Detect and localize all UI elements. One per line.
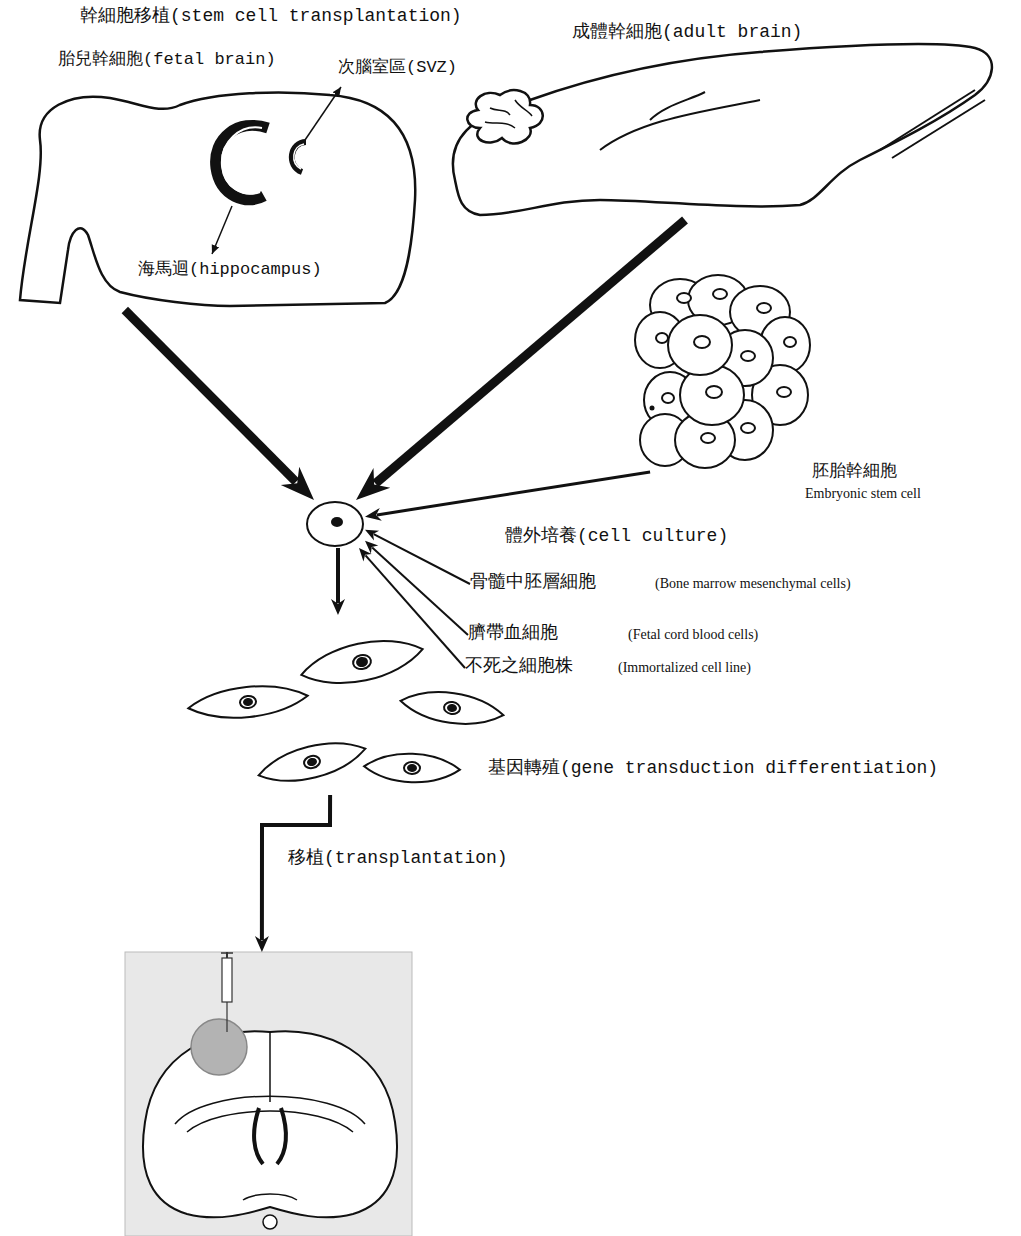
node-heading: 胎兒幹細胞(fetal brain): [58, 50, 276, 70]
source-label-node: 不死之細胞株 (Immortalized cell line): [465, 656, 753, 680]
node-heading: 基因轉殖(gene transduction differentiation): [488, 758, 938, 780]
connector-line: [375, 220, 685, 484]
node-heading: 胚胎幹細胞: [812, 462, 897, 482]
connector-line: [377, 472, 650, 515]
part-label: 次腦室區(SVZ): [338, 58, 457, 78]
node-heading: 骨髓中胚層細胞: [470, 572, 596, 594]
cultured-cell-node: 體外培養(cell culture): [305, 500, 365, 548]
embryonic-cell-node: 胚胎幹細胞Embryonic stem cell: [636, 274, 812, 472]
part-label: 海馬迴(hippocampus): [138, 260, 322, 280]
differentiated-cells: [187, 631, 506, 791]
adult-brain-node: 成體幹細胞(adult brain): [440, 40, 1002, 220]
arrow-head: [365, 508, 382, 521]
node-heading: 體外培養(cell culture): [505, 526, 728, 548]
fetal-brain-node: 胎兒幹細胞(fetal brain): [10, 88, 420, 310]
connector-arrow: [359, 548, 465, 668]
node-heading: 臍帶血細胞: [468, 623, 558, 645]
arrow-head: [365, 530, 379, 541]
cultured-cell: [307, 502, 363, 546]
node-subtext: (Fetal cord blood cells): [628, 627, 758, 644]
arrow-head: [255, 936, 269, 952]
arrow-head: [365, 541, 378, 554]
connector-arrow: [331, 548, 345, 615]
connector-arrow: [365, 472, 650, 521]
differentiated-cells-node: 基因轉殖(gene transduction differentiation): [180, 615, 515, 795]
arrow-head: [281, 467, 314, 500]
embryonic-cell-cluster: [635, 275, 810, 468]
connector-arrow: [365, 541, 468, 635]
arrow-head: [331, 599, 345, 615]
source-label-node: 臍帶血細胞 (Fetal cord blood cells): [468, 623, 761, 647]
connector-line: [372, 547, 468, 635]
node-subtext: (Bone marrow mesenchymal cells): [655, 576, 851, 593]
connector-line: [336, 548, 340, 603]
connector-arrow: [365, 530, 470, 584]
connector-arrow: [255, 795, 330, 952]
node-heading: 移植(transplantation): [288, 848, 508, 870]
connector-line: [125, 310, 296, 482]
arrow-head: [356, 468, 390, 500]
brain-section-node: 移植(transplantation): [125, 952, 412, 1236]
diagram-title: 幹細胞移植(stem cell transplantation): [80, 6, 462, 28]
brain-section: [125, 952, 412, 1236]
node-subtext: Embryonic stem cell: [805, 486, 921, 503]
arrow-head: [359, 548, 372, 561]
connector-line: [374, 534, 470, 584]
connector-line: [366, 555, 466, 668]
node-subtext: (Immortalized cell line): [618, 660, 751, 677]
adult-brain: [453, 44, 992, 215]
connector-arrow: [356, 220, 685, 500]
source-label-node: 骨髓中胚層細胞 (Bone marrow mesenchymal cells): [470, 572, 853, 596]
node-heading: 不死之細胞株: [465, 656, 573, 678]
fetal-brain: [20, 87, 415, 306]
connector-arrow: [125, 310, 314, 500]
node-heading: 成體幹細胞(adult brain): [572, 22, 802, 44]
